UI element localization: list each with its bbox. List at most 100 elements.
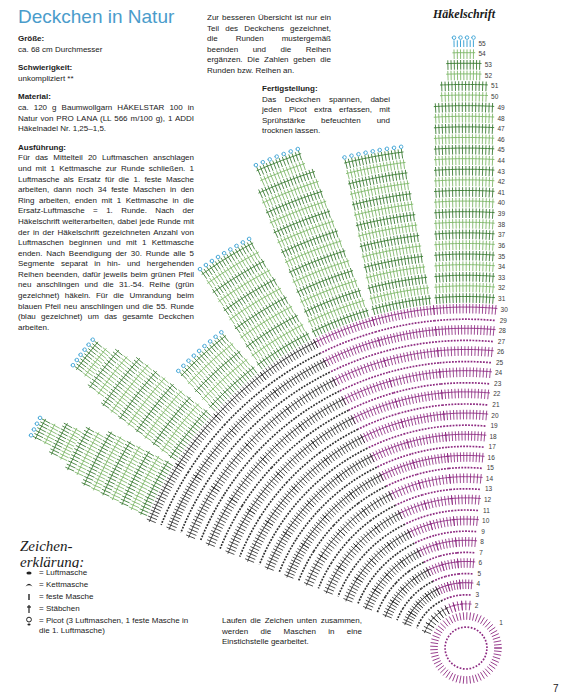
stitch-row [394,384,441,393]
page-title: Deckchen in Natur [18,6,174,28]
stitch-row [247,472,282,514]
stitch-row [457,559,475,568]
stitch-row [457,552,474,554]
stitch-row [441,389,490,399]
stitch-row [352,191,411,210]
stitch-row [435,538,457,550]
stitch-row [447,453,485,463]
stitch-row [354,525,380,550]
page-number: 7 [553,683,559,695]
stitch-row [351,399,397,424]
stitch-row [453,50,475,59]
row-number: 49 [497,104,504,112]
stitch-row [403,597,411,608]
stitch-row [318,563,331,589]
stitch-row [187,486,220,538]
stitch-row [383,600,398,618]
row-number: 21 [492,401,499,409]
stitch-row [422,581,434,588]
stitch-row [396,543,414,554]
stitch-row [434,532,455,536]
stitch-row [278,496,303,528]
section-heading: Ausführung: [18,143,194,154]
stitch-row [362,492,393,516]
row-number: 54 [478,50,485,58]
stitch-row [282,372,330,401]
row-number: 45 [498,146,505,154]
row-number: 50 [491,93,498,101]
stitch-row [246,521,273,563]
row-number: 23 [494,380,501,388]
stitch-row [411,588,421,597]
section-heading: Fertigstellung: [262,84,390,95]
stitch-row [349,473,383,499]
stitch-row [358,486,386,503]
row-number: 7 [479,549,483,557]
legend-text: = Luftmasche [39,568,87,578]
stitch-row [367,434,405,449]
note-text: Zur besseren Übersicht ist nur ein Teil … [207,13,331,77]
stitch-row [292,457,329,492]
section-text: Für das Mittelteil 20 Luftmaschen anschl… [18,153,194,333]
stitch-row [418,475,451,489]
stitch-row [342,379,392,405]
stitch-row [364,589,381,610]
stitch-row [368,275,427,294]
stitch-row [445,431,486,441]
row-number: 13 [485,485,492,493]
stitch-row [333,358,387,386]
stitch-row [441,383,489,384]
stitch-row [370,285,429,304]
stitch-row [440,553,457,556]
stitch-row [433,304,498,314]
stitch-row [350,181,409,200]
stitch-row [349,520,371,539]
stitch-row [371,505,396,520]
stitch-row [454,41,473,47]
stitch-row [405,515,428,524]
row-number: 17 [489,443,496,451]
legend-symbol [22,616,36,626]
stitch-row [396,571,409,583]
stitch-row [167,475,201,530]
stitch-row [364,254,423,273]
stitch-row [439,368,492,378]
stitch-row [389,369,441,387]
stitch-row [246,314,299,351]
stitch-row [380,554,396,568]
row-number: 52 [485,72,492,80]
stitch-row [409,562,424,571]
stitch-row [299,397,346,431]
stitch-row [332,540,350,563]
legend-row: = Stäbchen [22,604,194,614]
stitch-row [421,612,427,620]
row-number: 48 [497,115,504,123]
stitch-row [431,613,502,684]
stitch-row [434,135,494,145]
stitch-row [438,606,449,618]
stitch-row [347,160,406,179]
row-number: 30 [501,306,508,314]
stitch-row [453,516,479,525]
stitch-row [389,480,421,499]
row-number: 27 [498,338,505,346]
chart-heading: Häkelschrift [433,7,495,21]
stitch-row [424,496,453,510]
stitch-row [451,595,461,597]
stitch-row [43,424,60,445]
stitch-row [422,623,433,634]
stitch-row [416,593,431,607]
stitch-row [440,82,487,91]
row-number: 38 [498,221,505,229]
stitch-row [286,378,337,414]
row-number: 41 [498,189,505,197]
stitch-row [449,474,483,484]
stitch-row [361,419,404,443]
stitch-row [356,212,415,231]
legend: = Luftmasche= Kettmasche= feste Masche= … [22,568,194,638]
stitch-row [446,574,459,576]
stitch-row [403,611,416,625]
row-number: 42 [498,178,505,186]
row-number: 20 [491,412,498,420]
row-number: 34 [498,263,505,271]
